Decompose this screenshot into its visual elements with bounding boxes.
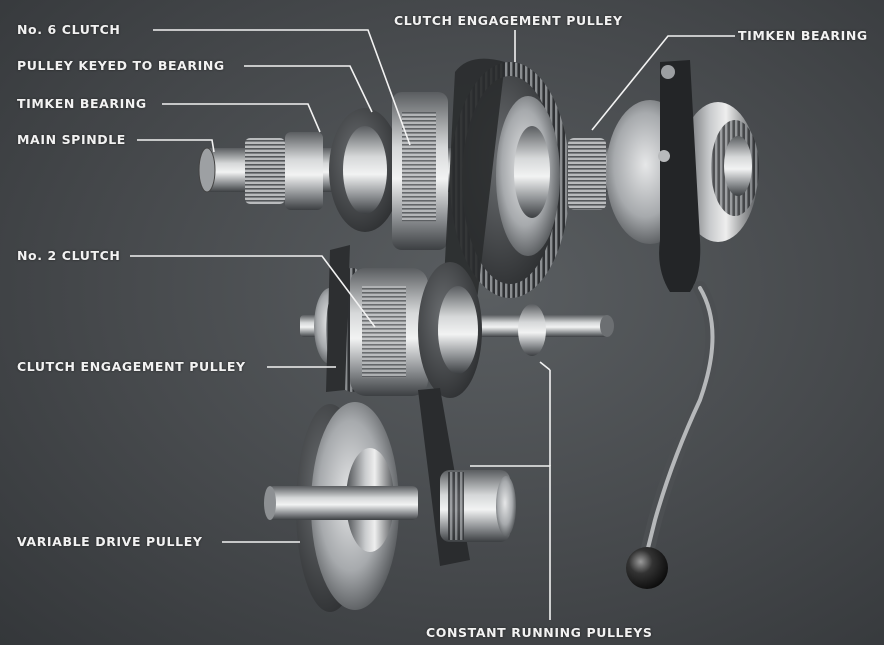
no2-clutch-plates [362, 286, 406, 378]
label-main-spindle: MAIN SPINDLE [17, 132, 126, 147]
leader-constant-running-2 [539, 361, 551, 371]
lever-arm-upper [659, 60, 701, 292]
leader-timken-right [591, 35, 735, 131]
label-timken-bearing-left: TIMKEN BEARING [17, 96, 147, 111]
label-variable-drive-pulley: VARIABLE DRIVE PULLEY [17, 534, 203, 549]
leader-lines [130, 29, 735, 620]
engagement-lever [626, 60, 720, 589]
leader-pulley-keyed [244, 65, 373, 113]
label-no2-clutch: No. 2 CLUTCH [17, 248, 121, 263]
timken-bearing-left [245, 138, 285, 204]
leader-no6-clutch [153, 29, 411, 146]
main-spindle-assembly [198, 58, 759, 365]
leader-no2-clutch [130, 255, 376, 328]
timken-bearing-right [568, 138, 606, 210]
leader-main-spindle [137, 139, 215, 153]
label-constant-running-pulleys: CONSTANT RUNNING PULLEYS [426, 625, 653, 640]
lever-knob [626, 547, 668, 589]
label-clutch-engagement-pulley-top: CLUTCH ENGAGEMENT PULLEY [394, 13, 623, 28]
label-timken-bearing-right: TIMKEN BEARING [738, 28, 868, 43]
drive-belt-left [326, 245, 350, 392]
label-clutch-engagement-pulley-left: CLUTCH ENGAGEMENT PULLEY [17, 359, 246, 374]
leader-timken-left [162, 103, 321, 133]
label-pulley-keyed-to-bearing: PULLEY KEYED TO BEARING [17, 58, 225, 73]
no6-clutch-plates [402, 112, 436, 222]
variable-drive-shaft [268, 486, 418, 520]
spindle-end-face [198, 147, 216, 193]
label-no6-clutch: No. 6 CLUTCH [17, 22, 121, 37]
spindle-collar [285, 132, 323, 210]
variable-drive-assembly [264, 402, 516, 612]
